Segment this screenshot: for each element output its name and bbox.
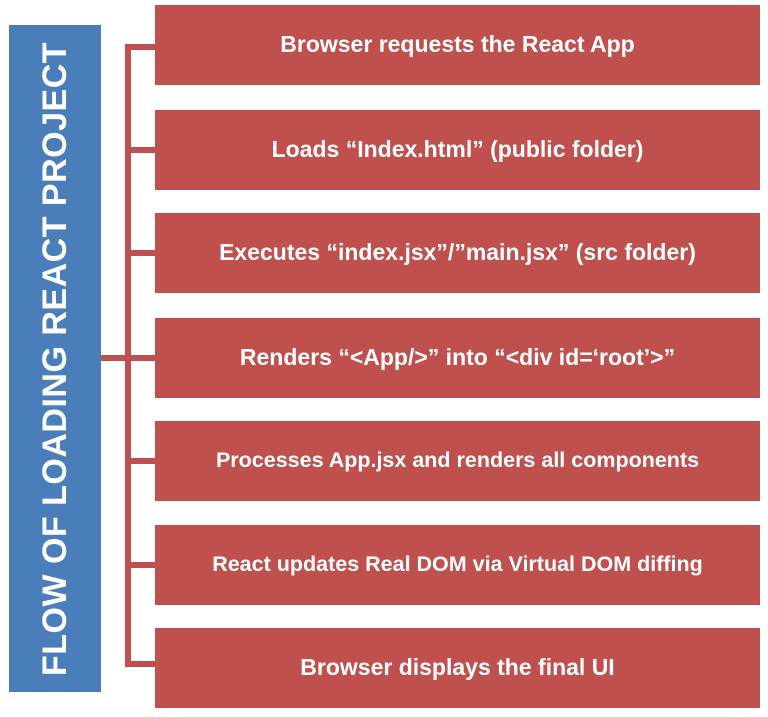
connector-trunk	[101, 355, 128, 361]
connector-branch-3	[128, 250, 158, 256]
connector-branch-4	[128, 355, 158, 361]
step-box-3[interactable]: Executes “index.jsx”/”main.jsx” (src fol…	[155, 213, 760, 293]
step-label-1: Browser requests the React App	[280, 31, 635, 58]
step-box-2[interactable]: Loads “Index.html” (public folder)	[155, 110, 760, 190]
step-label-7: Browser displays the final UI	[300, 654, 615, 681]
connector-branch-2	[128, 147, 158, 153]
step-label-6: React updates Real DOM via Virtual DOM d…	[212, 552, 703, 577]
connector-branch-6	[128, 562, 158, 568]
step-box-6[interactable]: React updates Real DOM via Virtual DOM d…	[155, 525, 760, 605]
page-title: FLOW OF LOADING REACT PROJECT	[36, 41, 74, 676]
step-label-4: Renders “<App/>” into “<div id=‘root’>”	[239, 344, 676, 371]
step-label-3: Executes “index.jsx”/”main.jsx” (src fol…	[219, 239, 696, 266]
step-box-5[interactable]: Processes App.jsx and renders all compon…	[155, 421, 760, 501]
diagram-title-bar: FLOW OF LOADING REACT PROJECT	[9, 25, 101, 692]
step-label-5: Processes App.jsx and renders all compon…	[215, 448, 700, 473]
step-box-4[interactable]: Renders “<App/>” into “<div id=‘root’>”	[155, 318, 760, 398]
step-box-7[interactable]: Browser displays the final UI	[155, 628, 760, 708]
connector-branch-7	[128, 661, 158, 667]
connector-branch-5	[128, 458, 158, 464]
step-box-1[interactable]: Browser requests the React App	[155, 5, 760, 85]
connector-spine	[125, 44, 131, 667]
step-label-2: Loads “Index.html” (public folder)	[271, 136, 644, 163]
connector-branch-1	[128, 44, 158, 50]
